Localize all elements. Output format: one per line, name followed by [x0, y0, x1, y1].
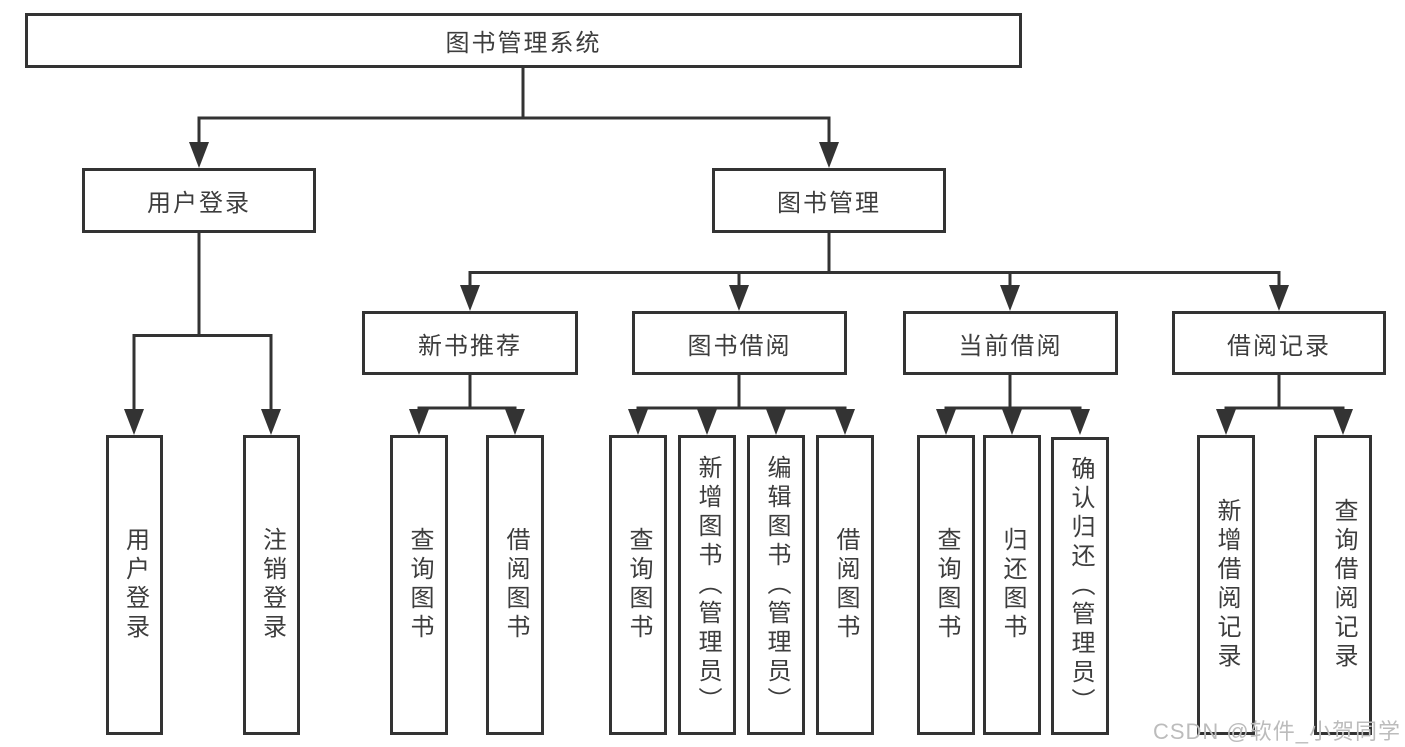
node-br-query-record: 查询借阅记录 — [1314, 435, 1372, 735]
node-borrow-records-label: 借阅记录 — [1227, 332, 1331, 360]
node-user-login-leaf: 用户登录 — [106, 435, 163, 735]
node-user-login-label: 用户登录 — [147, 190, 251, 217]
node-nb-borrow-books-label: 借阅图书 — [502, 527, 529, 643]
node-book-management: 图书管理 — [712, 168, 946, 233]
node-nb-borrow-books: 借阅图书 — [486, 435, 544, 735]
node-br-add-record-label: 新增借阅记录 — [1213, 498, 1240, 672]
arrowhead-icons — [124, 142, 1353, 435]
node-bb-add-books-label: 新增图书（管理员） — [694, 454, 721, 716]
node-new-book-recommend: 新书推荐 — [362, 311, 578, 375]
node-book-management-label: 图书管理 — [777, 190, 881, 217]
node-user-login-leaf-label: 用户登录 — [121, 527, 149, 643]
node-nb-query-books-label: 查询图书 — [406, 527, 433, 643]
node-br-query-record-label: 查询借阅记录 — [1330, 498, 1357, 672]
node-root-label: 图书管理系统 — [445, 30, 602, 57]
node-book-borrow-label: 图书借阅 — [687, 332, 792, 360]
node-bb-borrow-books-label: 借阅图书 — [832, 527, 859, 643]
node-borrow-records: 借阅记录 — [1172, 311, 1386, 375]
node-current-borrow-label: 当前借阅 — [958, 332, 1063, 360]
node-current-borrow: 当前借阅 — [903, 311, 1118, 375]
node-bb-edit-books: 编辑图书（管理员） — [747, 435, 805, 735]
node-bb-query-books-label: 查询图书 — [625, 527, 652, 643]
node-bb-borrow-books: 借阅图书 — [816, 435, 874, 735]
node-nb-query-books: 查询图书 — [390, 435, 448, 735]
node-logout-label: 注销登录 — [258, 527, 286, 643]
node-new-book-recommend-label: 新书推荐 — [418, 332, 522, 360]
node-book-borrow: 图书借阅 — [632, 311, 847, 375]
node-br-add-record: 新增借阅记录 — [1197, 435, 1255, 735]
node-cb-return-books-label: 归还图书 — [999, 527, 1026, 643]
csdn-watermark: CSDN @软件_小贺同学 — [1152, 719, 1401, 744]
node-bb-add-books: 新增图书（管理员） — [678, 435, 736, 735]
node-cb-query-books: 查询图书 — [917, 435, 975, 735]
node-user-login: 用户登录 — [82, 168, 316, 233]
node-root: 图书管理系统 — [25, 13, 1022, 68]
node-bb-query-books: 查询图书 — [609, 435, 667, 735]
node-bb-edit-books-label: 编辑图书（管理员） — [763, 454, 790, 716]
node-cb-return-books: 归还图书 — [983, 435, 1041, 735]
node-cb-confirm-return-label: 确认归还（管理员） — [1067, 455, 1094, 717]
node-logout: 注销登录 — [243, 435, 300, 735]
node-cb-query-books-label: 查询图书 — [933, 527, 960, 643]
node-cb-confirm-return: 确认归还（管理员） — [1051, 437, 1109, 735]
